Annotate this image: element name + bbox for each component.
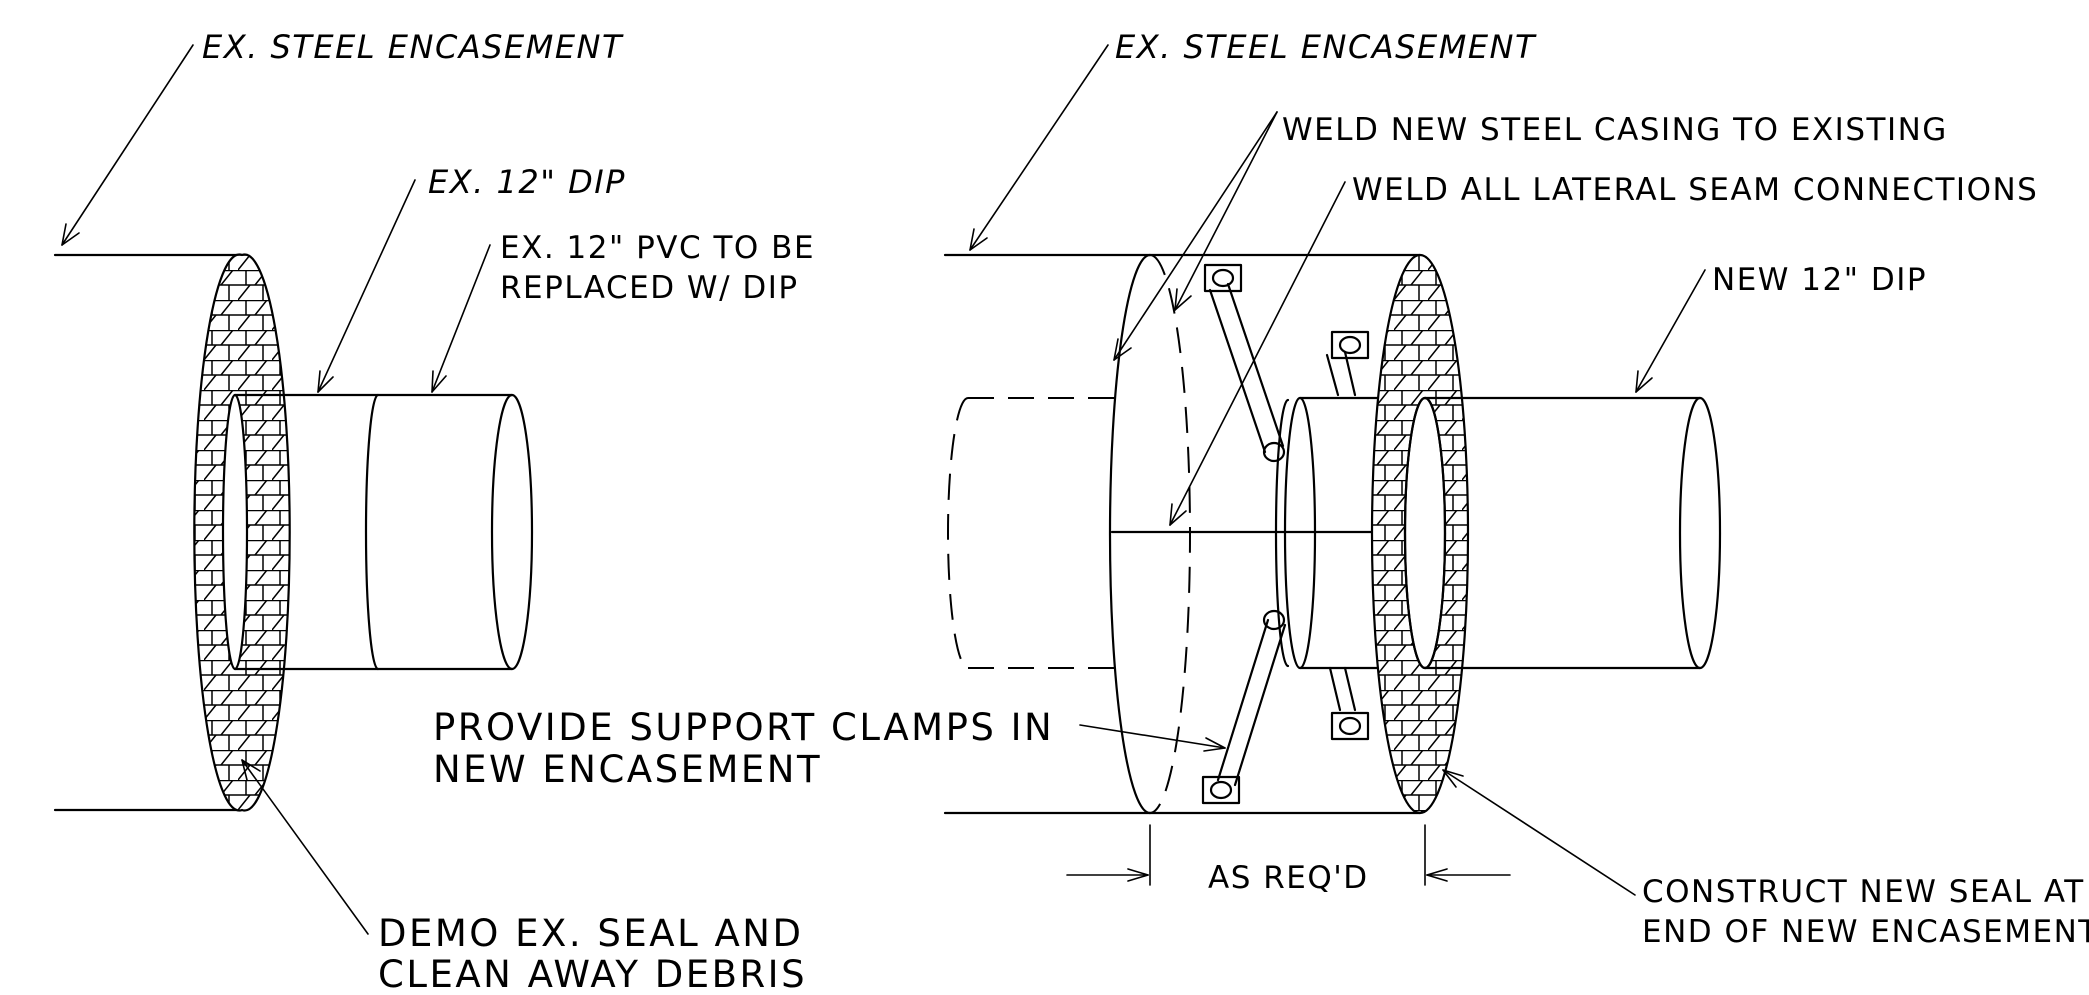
- right-new-assembly: [943, 253, 1722, 886]
- label-clamps-line2: NEW ENCASEMENT: [433, 748, 822, 791]
- dimension-arrowhead-right: [1426, 868, 1448, 882]
- leader-right-encasement: [969, 44, 1109, 251]
- label-left-pvc-line2: REPLACED W/ DIP: [500, 270, 799, 306]
- arrowhead: [1113, 338, 1132, 361]
- label-demo-line1: DEMO EX. SEAL AND: [378, 912, 803, 955]
- label-new-dip: NEW 12" DIP: [1712, 262, 1927, 298]
- arrowhead: [1203, 737, 1226, 752]
- label-as-reqd: AS REQ'D: [1208, 860, 1369, 896]
- arrowhead: [1174, 288, 1192, 311]
- inner-pipe-joint-inner: [1274, 398, 1290, 668]
- arrowhead: [1442, 769, 1464, 788]
- clamp-strap-lower-left-a: [1216, 618, 1270, 782]
- leader-demo-seal: [241, 759, 369, 935]
- dimension-arrowhead-left: [1127, 868, 1149, 882]
- arrowhead: [1169, 503, 1187, 526]
- label-left-pvc-line1: EX. 12" PVC TO BE: [500, 230, 815, 266]
- left-seal-ring: [193, 253, 291, 812]
- label-demo-line2: CLEAN AWAY DEBRIS: [378, 953, 807, 995]
- leader-left-encasement: [61, 44, 194, 246]
- clamp-strap-lower-right-a: [1328, 666, 1342, 712]
- leader-weld-casing-a: [1113, 111, 1278, 361]
- clamp-pin-upper: [1262, 441, 1286, 463]
- new-pipe-inner-end: [1403, 396, 1447, 670]
- label-left-encasement: EX. STEEL ENCASEMENT: [202, 28, 624, 66]
- clamp-strap-upper-right-b: [1343, 350, 1357, 397]
- new-pipe-end: [1678, 396, 1722, 670]
- casing-end-back: [1149, 254, 1191, 814]
- hidden-pipe-end: [947, 397, 969, 669]
- leader-weld-casing-b: [1174, 111, 1278, 311]
- left-pipe-end: [490, 393, 534, 671]
- arrowhead: [431, 370, 447, 393]
- inner-pipe-joint-ring: [1283, 396, 1317, 670]
- leader-weld-seams: [1169, 181, 1346, 526]
- clamp-strap-lower-right-b: [1343, 666, 1357, 712]
- clamp-bracket-bottom-left: [1201, 775, 1241, 805]
- left-existing-assembly: [53, 253, 534, 812]
- left-pipe-joint: [364, 393, 380, 671]
- clamp-strap-upper-left-b: [1226, 282, 1285, 448]
- arrowhead: [61, 223, 80, 246]
- leader-clamps: [1079, 724, 1226, 749]
- right-seal-ring: [1370, 253, 1470, 815]
- arrowhead: [241, 759, 261, 781]
- leader-lines: [61, 44, 1706, 935]
- label-weld-casing: WELD NEW STEEL CASING TO EXISTING: [1282, 112, 1948, 148]
- leader-new-seal: [1442, 769, 1636, 896]
- label-right-encasement: EX. STEEL ENCASEMENT: [1115, 28, 1537, 66]
- clamp-strap-lower-left-b: [1233, 623, 1287, 787]
- leader-left-dip: [317, 179, 416, 393]
- label-weld-seams: WELD ALL LATERAL SEAM CONNECTIONS: [1352, 172, 2038, 208]
- leader-left-pvc: [431, 244, 491, 393]
- label-left-dip: EX. 12" DIP: [428, 163, 626, 201]
- arrowhead: [317, 370, 334, 393]
- annotations: EX. STEEL ENCASEMENT EX. 12" DIP EX. 12"…: [202, 28, 2089, 995]
- clamp-strap-upper-left-a: [1208, 288, 1267, 454]
- clamp-bracket-top-left: [1203, 263, 1243, 293]
- arrowhead: [969, 228, 988, 251]
- clamp-strap-upper-right-a: [1325, 353, 1340, 397]
- label-new-seal-line1: CONSTRUCT NEW SEAL AT: [1642, 874, 2085, 910]
- clamp-bracket-top-right: [1330, 330, 1370, 360]
- label-clamps-line1: PROVIDE SUPPORT CLAMPS IN: [433, 706, 1054, 749]
- leader-new-dip: [1635, 269, 1706, 393]
- casing-end-front: [1108, 253, 1152, 815]
- clamp-bracket-bottom-right: [1330, 711, 1370, 741]
- label-new-seal-line2: END OF NEW ENCASEMENT: [1642, 914, 2089, 950]
- arrowhead: [1635, 370, 1653, 393]
- clamp-pin-lower: [1262, 609, 1286, 631]
